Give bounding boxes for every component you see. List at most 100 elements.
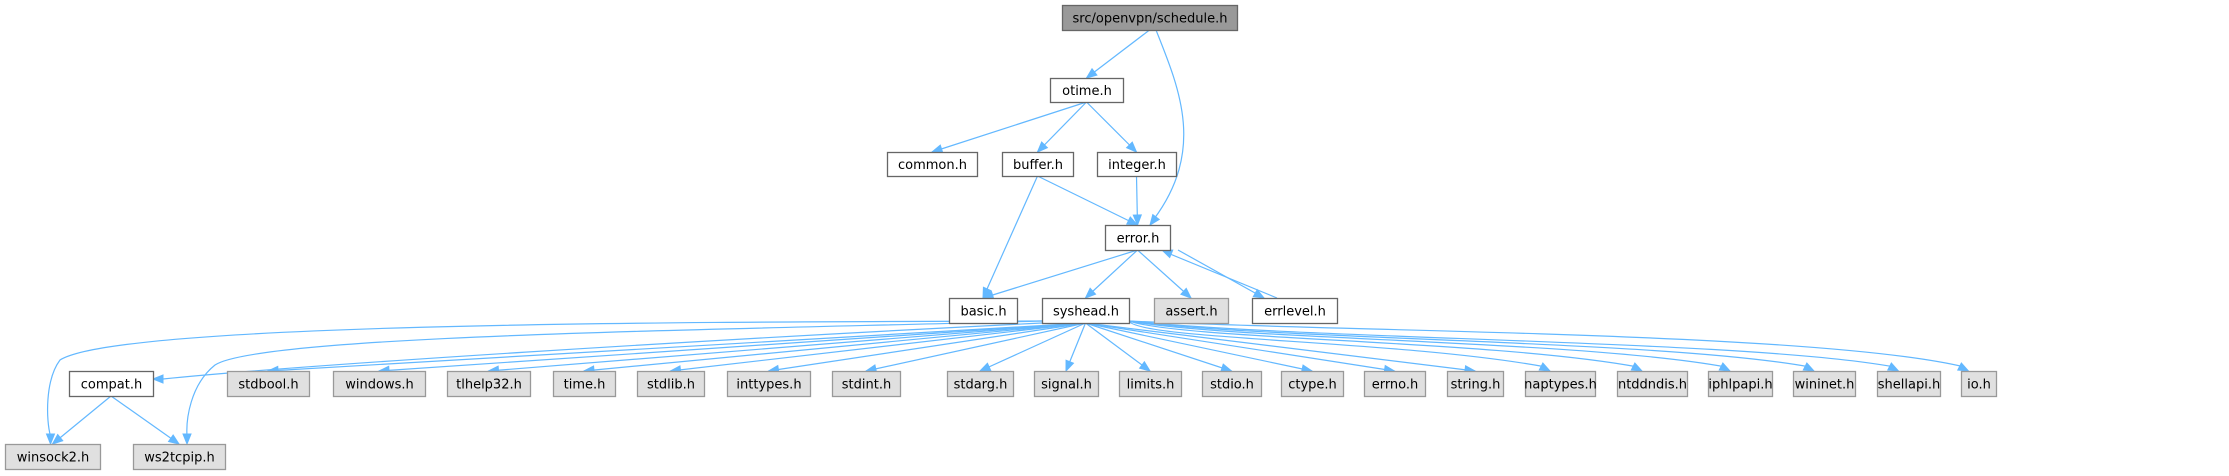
node-ws2tcpip: ws2tcpip.h — [132, 443, 227, 471]
node-ntddndis: ntddndis.h — [1616, 370, 1689, 398]
node-box — [1049, 77, 1125, 104]
edge-line — [1085, 322, 1313, 372]
node-integer[interactable]: integer.h — [1096, 151, 1178, 178]
arrowhead-icon — [1630, 362, 1644, 372]
node-box — [1118, 370, 1183, 398]
edge-line — [1086, 29, 1150, 79]
node-error[interactable]: error.h — [1104, 224, 1172, 252]
node-inttypes: inttypes.h — [726, 370, 812, 398]
node-label: limits.h — [1127, 378, 1175, 393]
node-windows: windows.h — [332, 370, 427, 398]
arrowhead-icon — [1252, 288, 1266, 299]
node-label: stdint.h — [842, 378, 891, 393]
node-label: ctype.h — [1288, 378, 1337, 393]
node-label: ntddndis.h — [1618, 378, 1687, 393]
node-errlevel[interactable]: errlevel.h — [1251, 297, 1339, 325]
edge-line — [1085, 322, 1476, 372]
arrowhead-icon — [1125, 141, 1138, 153]
node-box — [1524, 370, 1597, 398]
node-box — [1876, 370, 1942, 398]
node-label: stdlib.h — [647, 378, 695, 393]
arrowhead-icon — [1085, 67, 1098, 79]
edge-line — [1085, 322, 1151, 372]
edge-syshead-to-ws2tcpip — [182, 320, 1043, 446]
edge-line — [110, 395, 180, 445]
node-box — [948, 297, 1019, 325]
node-basic[interactable]: basic.h — [948, 297, 1019, 325]
edge-compat-to-ws2tcpip — [110, 395, 181, 445]
node-label: otime.h — [1062, 84, 1112, 99]
edge-syshead-to-iphlpapi — [1128, 320, 1732, 372]
edge-otime-to-buffer — [1036, 101, 1087, 153]
arrowhead-icon — [167, 434, 181, 445]
edge-line — [1128, 320, 1811, 368]
edge-syshead-to-stdlib — [669, 322, 1086, 375]
edge-syshead-to-io — [1128, 320, 1970, 372]
node-box — [1153, 297, 1230, 325]
edge-line — [768, 322, 1086, 372]
edge-otime-to-integer — [1086, 101, 1138, 153]
node-stdarg: stdarg.h — [946, 370, 1015, 398]
node-compat[interactable]: compat.h — [68, 370, 155, 398]
node-syshead[interactable]: syshead.h — [1041, 297, 1131, 325]
node-label: syshead.h — [1053, 305, 1119, 320]
node-label: signal.h — [1041, 378, 1092, 393]
node-io: io.h — [1960, 370, 1998, 398]
edge-line — [378, 322, 1086, 372]
node-box — [1960, 370, 1998, 398]
edge-syshead-to-windows — [377, 322, 1086, 376]
edge-schedule-to-otime — [1085, 29, 1150, 79]
edge-line — [1085, 249, 1138, 299]
node-stdio: stdio.h — [1201, 370, 1263, 398]
node-box — [1001, 151, 1075, 178]
edge-line — [1137, 249, 1192, 299]
edge-error-to-syshead — [1084, 249, 1138, 299]
arrowhead-icon — [1956, 362, 1970, 372]
edge-error-to-basic — [981, 249, 1138, 300]
edge-line — [865, 322, 1086, 372]
arrowhead-icon — [182, 433, 192, 446]
node-box — [831, 370, 902, 398]
node-label: errno.h — [1372, 378, 1419, 393]
edge-line — [1128, 320, 1639, 368]
node-label: time.h — [564, 378, 606, 393]
arrowhead-icon — [1220, 363, 1233, 373]
node-common[interactable]: common.h — [886, 151, 979, 178]
node-box — [1616, 370, 1689, 398]
node-box — [1061, 4, 1239, 32]
node-winsock2: winsock2.h — [4, 443, 102, 471]
node-label: compat.h — [81, 378, 142, 393]
node-label: inttypes.h — [736, 378, 801, 393]
node-naptypes: naptypes.h — [1524, 370, 1597, 398]
arrowhead-icon — [1180, 287, 1193, 299]
node-box — [552, 370, 617, 398]
node-label: assert.h — [1165, 305, 1217, 320]
arrowhead-icon — [151, 374, 164, 384]
node-buffer[interactable]: buffer.h — [1001, 151, 1075, 178]
node-wininet: wininet.h — [1792, 370, 1857, 398]
node-label: buffer.h — [1013, 158, 1063, 173]
node-box — [332, 370, 427, 398]
node-box — [1104, 224, 1172, 252]
node-label: naptypes.h — [1524, 378, 1597, 393]
node-box — [4, 443, 102, 471]
arrowhead-icon — [1125, 216, 1139, 226]
node-box — [68, 370, 155, 398]
node-otime[interactable]: otime.h — [1049, 77, 1125, 104]
arrowhead-icon — [1084, 287, 1097, 299]
edge-line — [1086, 101, 1137, 153]
node-label: basic.h — [960, 305, 1006, 320]
edge-error-to-assert — [1137, 249, 1193, 299]
node-box — [1792, 370, 1857, 398]
node-box — [636, 370, 706, 398]
arrowhead-icon — [1132, 214, 1143, 227]
node-label: iphlpapi.h — [1708, 378, 1772, 393]
edge-syshead-to-ntddndis — [1128, 320, 1644, 372]
edge-buffer-to-error — [1037, 175, 1139, 226]
node-label: shellapi.h — [1878, 378, 1940, 393]
edge-line — [1037, 101, 1087, 153]
edge-layer — [45, 29, 1970, 446]
node-schedule[interactable]: src/openvpn/schedule.h — [1061, 4, 1239, 32]
edge-line — [982, 249, 1138, 299]
edge-line — [670, 322, 1086, 372]
